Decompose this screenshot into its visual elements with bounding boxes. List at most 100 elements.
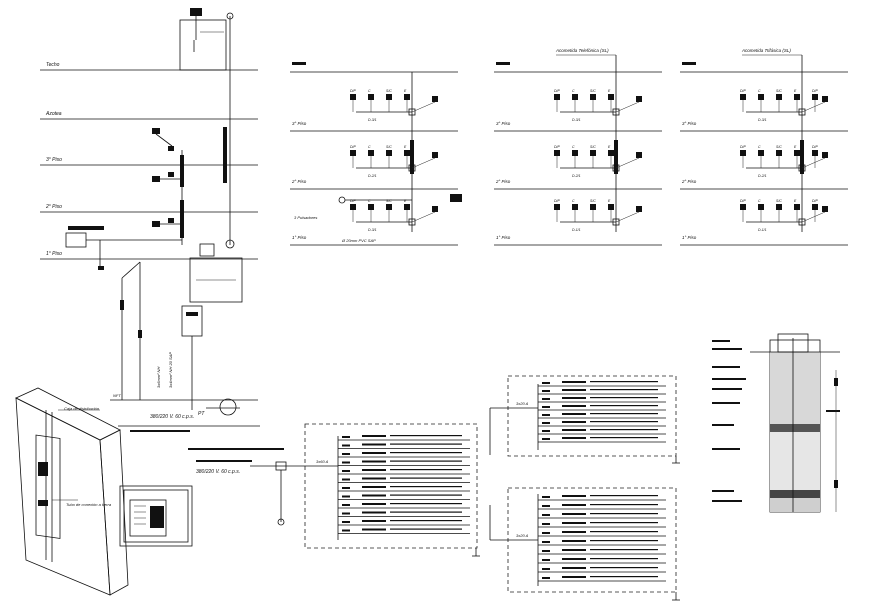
scheme-device-label: D/P <box>812 199 819 203</box>
scheme-box-label: D-3/1 <box>572 118 581 122</box>
scheme-device-label: S/C <box>590 145 596 149</box>
scheme-device <box>794 94 800 100</box>
scheme-device <box>554 204 560 210</box>
scheme-device-label: C <box>368 89 371 93</box>
circuit-breaker <box>542 382 550 384</box>
circuit-breaker <box>342 453 350 455</box>
scheme-device <box>386 150 392 156</box>
scheme-device <box>386 94 392 100</box>
scheme-device <box>368 150 374 156</box>
scheme-floor-label: 3° Piso <box>496 121 511 126</box>
circuit-label-mark <box>362 528 386 531</box>
scheme-device <box>812 150 818 156</box>
circuit-label-mark <box>562 540 586 542</box>
circuit-label-mark <box>562 576 586 578</box>
scheme-device-label: S/C <box>776 89 782 93</box>
meter-box <box>65 232 87 248</box>
scheme-device-label: D/P <box>740 89 747 93</box>
scheme-device <box>812 94 818 100</box>
circuit-breaker <box>542 438 550 440</box>
nft-label: NFT <box>113 393 121 398</box>
scheme-device-label: D/P <box>554 145 561 149</box>
scheme-box-label: D-3/1 <box>368 228 377 232</box>
panel-box <box>35 434 61 539</box>
scheme-device-label: D/P <box>812 89 819 93</box>
circuit-breaker <box>542 398 550 400</box>
circuit-breaker <box>542 568 550 570</box>
scheme-device-label: S/C <box>590 89 596 93</box>
main-panel-circuits <box>338 435 470 534</box>
scheme-floor-label: 3° Piso <box>292 121 307 126</box>
svg-text:3x4mm² NH 20 SAP: 3x4mm² NH 20 SAP <box>168 352 173 388</box>
scheme-device <box>368 94 374 100</box>
scheme-device <box>740 150 746 156</box>
main-breaker-label: 3x60 A <box>316 459 329 464</box>
callout-ground-tube: Tubo de conexión a tierra <box>66 502 112 507</box>
scheme-box-label: D-1/1 <box>758 228 767 232</box>
riser-bar-upper <box>223 127 227 183</box>
scheme-device-label: C <box>572 199 575 203</box>
sub-top-breaker-label: 3x20 A <box>516 401 529 406</box>
scheme-device-label: S/C <box>386 199 392 203</box>
scheme-device-label: S/C <box>776 145 782 149</box>
callout-distribution-box: Caja de distribución <box>64 406 100 411</box>
circuit-breaker <box>542 559 550 561</box>
scheme-device <box>758 204 764 210</box>
circuit-breaker <box>342 461 350 464</box>
circuit-label-mark <box>362 477 386 480</box>
scheme-floor-label: 1° Piso <box>682 235 697 240</box>
circuit-label-mark <box>362 503 386 505</box>
scheme-junction-box <box>798 218 806 226</box>
scheme-device-label: E <box>404 145 407 149</box>
scheme-device-label: C <box>758 145 761 149</box>
floor-label-techo: Techo <box>46 62 60 68</box>
scheme-device-label: D/P <box>350 89 357 93</box>
scheme-device <box>404 150 410 156</box>
circuit-breaker <box>542 430 550 432</box>
scheme-device <box>608 94 614 100</box>
scheme-device <box>572 204 578 210</box>
scheme-device <box>350 204 356 210</box>
scheme-device <box>740 94 746 100</box>
roof-tank <box>179 19 227 71</box>
circuit-label-mark <box>362 486 386 488</box>
scheme-junction-box <box>612 164 620 172</box>
soil-layer-upper <box>770 352 820 424</box>
sub-bottom-breaker-label: 3x20 A <box>516 533 529 538</box>
scheme-device <box>590 204 596 210</box>
circuit-breaker <box>542 532 550 534</box>
circuit-breaker <box>342 478 350 481</box>
circuit-label-mark <box>562 549 586 551</box>
circuit-label-mark <box>562 495 586 497</box>
circuit-breaker <box>542 541 550 543</box>
circuit-label-mark <box>562 513 586 515</box>
scheme-title-mark <box>682 62 696 65</box>
scheme-device-label: D/P <box>812 145 819 149</box>
circuit-label-mark <box>362 494 386 497</box>
circuit-breaker <box>342 521 350 523</box>
circuit-label-mark <box>562 504 586 506</box>
circuit-breaker <box>342 470 350 472</box>
circuit-label-mark <box>562 413 586 415</box>
scheme-device <box>404 94 410 100</box>
scheme-device <box>608 204 614 210</box>
scheme-junction-box <box>408 164 416 172</box>
scheme-device-label: S/C <box>776 199 782 203</box>
circuit-breaker <box>342 512 350 515</box>
circuit-label-mark <box>562 437 586 439</box>
circuit-breaker <box>542 390 550 392</box>
circuit-breaker <box>342 504 350 506</box>
scheme-device <box>554 150 560 156</box>
scheme-device-label: C <box>368 199 371 203</box>
circuit-label-mark <box>562 558 586 560</box>
circuit-label-mark <box>562 429 586 431</box>
circuit-breaker <box>342 444 350 447</box>
scheme-device-label: E <box>794 89 797 93</box>
scheme-device <box>590 94 596 100</box>
riser-supply-label: 380/220 V. 60 c.p.s. <box>150 414 194 420</box>
riser-devices <box>152 128 180 227</box>
scheme-device-label: D/P <box>554 199 561 203</box>
scheme-junction-box <box>612 108 620 116</box>
circuit-breaker <box>342 495 350 498</box>
